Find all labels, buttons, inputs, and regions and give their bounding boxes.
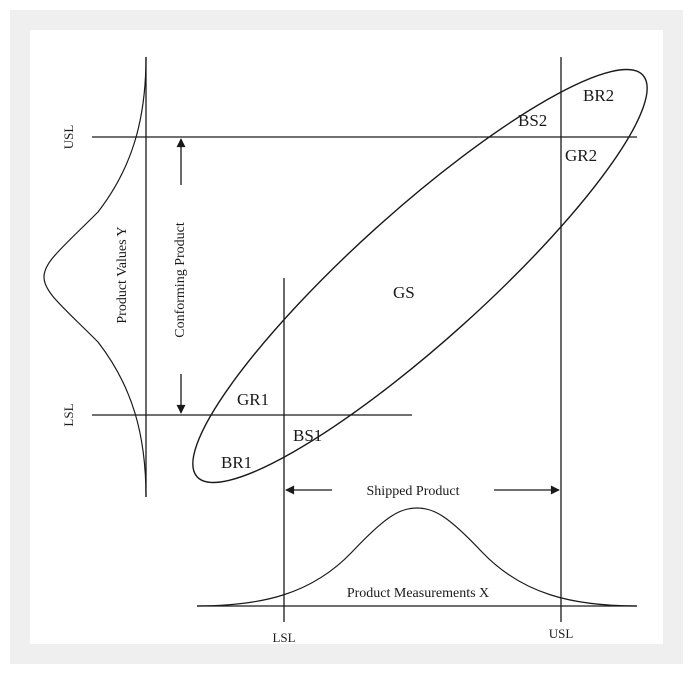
x-lsl-label: LSL [272, 630, 295, 645]
correlation-ellipse [192, 68, 648, 484]
region-br2-label: BR2 [583, 86, 614, 105]
y-distribution-label: Product Values Y [115, 226, 130, 323]
region-bs1-label: BS1 [293, 426, 322, 445]
region-gs-label: GS [393, 283, 415, 302]
region-br1-label: BR1 [221, 453, 252, 472]
y-usl-label: USL [61, 125, 76, 150]
shipped-product-label: Shipped Product [367, 484, 460, 499]
x-distribution-label: Product Measurements X [347, 586, 489, 601]
plot-area [30, 30, 663, 644]
x-distribution-curve [196, 507, 638, 607]
region-bs2-label: BS2 [518, 111, 547, 130]
y-distribution-curve [43, 56, 147, 498]
conforming-product-label: Conforming Product [173, 222, 188, 338]
x-usl-label: USL [549, 626, 574, 641]
region-gr2-label: GR2 [565, 146, 597, 165]
y-lsl-label: LSL [61, 403, 76, 426]
region-gr1-label: GR1 [237, 390, 269, 409]
